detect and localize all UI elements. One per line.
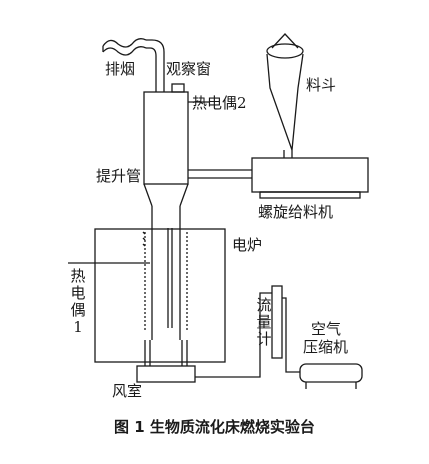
air-supply-line [195,285,300,378]
hopper [266,33,304,158]
label-riser: 提升管 [96,167,142,185]
label-screw-feeder: 螺旋给料机 [258,203,334,221]
flowmeter [271,285,283,359]
air-compressor [299,363,363,389]
label-hopper: 料斗 [306,76,337,94]
riser-taper [143,183,189,207]
freeboard-section [143,91,189,185]
label-furnace: 电炉 [232,236,263,254]
label-compressor-line1: 空气 [311,320,342,338]
figure-caption: 图 1 生物质流化床燃烧实验台 [114,418,315,436]
label-compressor-line2: 压缩机 [303,338,349,356]
sight-window [171,83,185,93]
label-thermocouple-2: 热电偶2 [192,94,247,112]
exhaust-pipe [102,38,165,92]
label-flowmeter: 流 量 计 [256,296,272,348]
riser-tube [142,206,188,340]
screw-feeder [188,157,369,199]
label-sight-window: 观察窗 [166,60,212,78]
electric-furnace [94,228,226,363]
label-thermocouple-1: 热 电 偶 1 [70,267,86,336]
label-exhaust: 排烟 [105,60,136,78]
wind-box [136,340,196,383]
label-wind-box: 风室 [112,382,143,400]
